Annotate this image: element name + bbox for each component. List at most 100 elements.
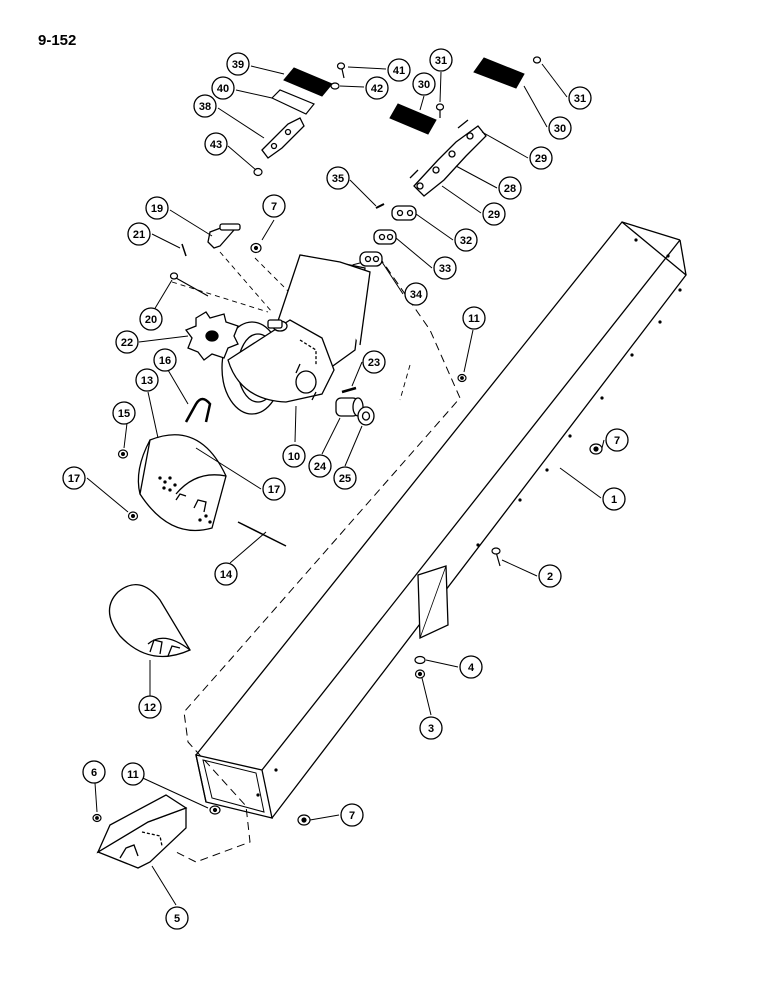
callout-circle xyxy=(308,454,332,478)
shield-13 xyxy=(137,434,227,532)
callout-circle xyxy=(262,477,286,501)
callout-label: 39 xyxy=(232,59,244,71)
plate-40 xyxy=(270,89,315,115)
callout-41: 41 xyxy=(387,58,411,82)
callout-circle xyxy=(153,348,177,372)
callout-circle xyxy=(412,72,436,96)
callout-label: 34 xyxy=(410,289,423,301)
washer-25 xyxy=(357,406,375,426)
callout-30: 30 xyxy=(412,72,436,96)
callout-35: 35 xyxy=(326,166,350,190)
callout-11: 11 xyxy=(462,306,486,330)
callout-label: 38 xyxy=(199,101,211,113)
guide-dashed-line xyxy=(171,251,411,401)
callout-10: 10 xyxy=(282,444,306,468)
rod-14 xyxy=(237,521,287,547)
u-bolt-16 xyxy=(184,397,212,423)
callout-label: 32 xyxy=(460,235,472,247)
callout-circle xyxy=(340,803,364,827)
callout-42: 42 xyxy=(365,76,389,100)
nut-7-bottom xyxy=(297,814,311,826)
nut-7-top xyxy=(250,242,262,254)
screw-41 xyxy=(336,62,346,79)
callout-circle xyxy=(127,222,151,246)
callout-label: 24 xyxy=(314,461,327,473)
side-plate xyxy=(417,565,449,640)
chain-link-34 xyxy=(359,251,383,267)
screw-31-right xyxy=(532,56,542,64)
bracket-19 xyxy=(207,223,241,249)
callout-circle xyxy=(333,466,357,490)
callout-circle xyxy=(165,906,189,930)
callout-23: 23 xyxy=(362,350,386,374)
callout-label: 43 xyxy=(210,139,222,151)
callout-6: 6 xyxy=(82,760,106,784)
shield-12 xyxy=(108,584,191,658)
callout-circle xyxy=(135,368,159,392)
callout-29: 29 xyxy=(529,146,553,170)
callout-label: 11 xyxy=(468,313,480,325)
callout-2: 2 xyxy=(538,564,562,588)
callout-circle xyxy=(139,307,163,331)
callout-label: 11 xyxy=(127,769,139,781)
callout-circle xyxy=(605,428,629,452)
callout-label: 5 xyxy=(174,913,180,925)
callout-label: 29 xyxy=(535,153,547,165)
callout-label: 23 xyxy=(368,357,380,369)
callout-label: 7 xyxy=(614,435,620,447)
callout-label: 2 xyxy=(547,571,553,583)
callout-31: 31 xyxy=(568,86,592,110)
callout-label: 31 xyxy=(435,55,447,67)
callout-circle xyxy=(548,116,572,140)
callout-circle xyxy=(121,762,145,786)
callout-34: 34 xyxy=(404,282,428,306)
callout-circle xyxy=(262,194,286,218)
callout-label: 7 xyxy=(271,201,277,213)
callout-circle xyxy=(602,487,626,511)
callout-39: 39 xyxy=(226,52,250,76)
callout-label: 30 xyxy=(554,123,566,135)
callout-circle xyxy=(482,202,506,226)
flight-39 xyxy=(283,67,333,97)
screw-31-center xyxy=(435,103,445,118)
callout-label: 21 xyxy=(133,229,145,241)
callout-circle xyxy=(193,94,217,118)
nut-7-right xyxy=(589,443,603,455)
callout-13: 13 xyxy=(135,368,159,392)
callout-circle xyxy=(326,166,350,190)
callout-14: 14 xyxy=(214,562,238,586)
callout-4: 4 xyxy=(459,655,483,679)
callout-label: 31 xyxy=(574,93,586,105)
callout-label: 20 xyxy=(145,314,157,326)
washer-4-and-nut-3 xyxy=(414,655,426,679)
callout-5: 5 xyxy=(165,906,189,930)
callout-circle xyxy=(362,350,386,374)
callout-25: 25 xyxy=(333,466,357,490)
callout-circle xyxy=(62,466,86,490)
callout-11: 11 xyxy=(121,762,145,786)
bolt-11-upper xyxy=(457,373,467,383)
chain-link-33 xyxy=(373,229,397,245)
callout-3: 3 xyxy=(419,716,443,740)
chain-link-32 xyxy=(391,205,417,221)
leader-lines xyxy=(86,63,605,906)
flight-30-right xyxy=(473,57,525,89)
callout-circle xyxy=(138,695,162,719)
callout-label: 28 xyxy=(504,183,516,195)
callout-15: 15 xyxy=(112,401,136,425)
callout-7: 7 xyxy=(605,428,629,452)
callout-circle xyxy=(282,444,306,468)
callout-label: 42 xyxy=(371,83,383,95)
callout-33: 33 xyxy=(433,256,457,280)
callout-17: 17 xyxy=(62,466,86,490)
callout-29: 29 xyxy=(482,202,506,226)
callout-label: 13 xyxy=(141,375,153,387)
sprocket xyxy=(184,311,239,361)
callout-circle xyxy=(459,655,483,679)
callout-circle xyxy=(145,196,169,220)
callout-38: 38 xyxy=(193,94,217,118)
callout-circle xyxy=(214,562,238,586)
callout-label: 35 xyxy=(332,173,344,185)
callout-circle xyxy=(462,306,486,330)
callout-28: 28 xyxy=(498,176,522,200)
